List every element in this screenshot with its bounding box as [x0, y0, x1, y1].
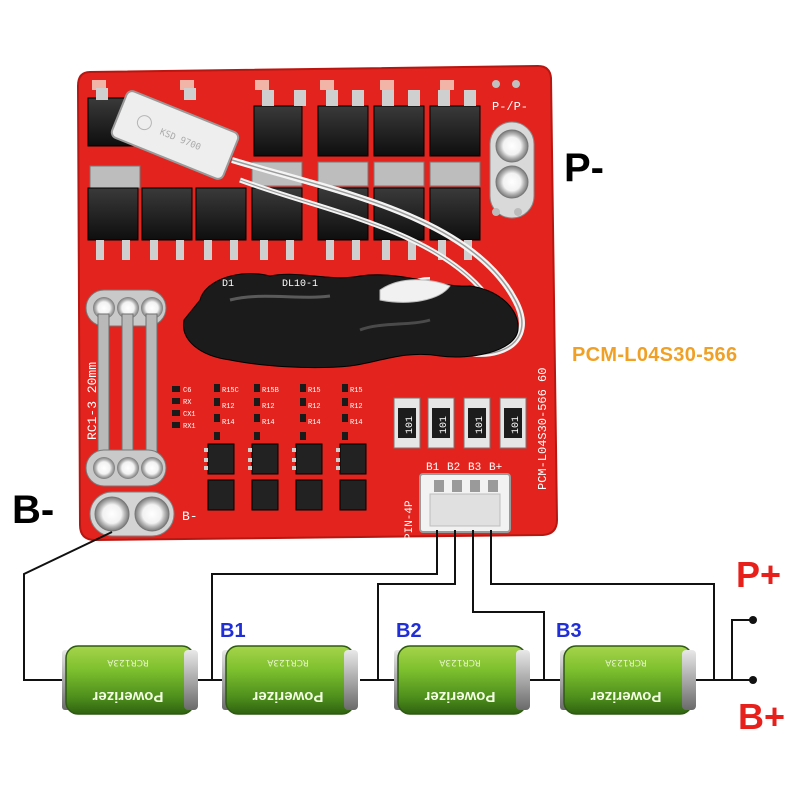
wire-b2	[377, 530, 456, 680]
b-plus-label: B+	[738, 696, 786, 737]
connector-pin-label: B1	[426, 462, 440, 474]
b3-node-label: B3	[556, 620, 582, 642]
silk-b-minus: B-	[182, 509, 198, 524]
b1-node-label: B1	[220, 620, 246, 642]
svg-text:R14: R14	[262, 419, 275, 427]
wire-b-plus	[490, 530, 715, 680]
glue-blob: D1 DL10-1	[183, 273, 519, 369]
shunt-resistor-text: 101	[511, 416, 522, 434]
cell: RCR123A Powerizer	[394, 645, 530, 715]
b2-node-label: B2	[396, 620, 422, 642]
cell-brand: Powerizer	[590, 688, 661, 705]
svg-text:R14: R14	[222, 419, 235, 427]
wire-b1	[211, 530, 438, 680]
shunt-resistor: 101	[393, 397, 421, 449]
silk-p-minus: P-/P-	[492, 100, 528, 114]
svg-text:R12: R12	[262, 403, 275, 411]
connector-pin-label: B2	[447, 462, 460, 474]
shunt-bars: RC1-3 20mm	[85, 289, 167, 487]
cell-model: RCR123A	[106, 657, 149, 667]
shunt-resistor: 101	[463, 397, 491, 449]
balance-connector: B1 B2 B3 B+ PIN-4P	[404, 462, 511, 540]
p-plus-label: P+	[736, 554, 782, 595]
svg-text:CX1: CX1	[183, 411, 196, 419]
shunt-resistor-text: 101	[439, 416, 450, 434]
silk-model-side: PCM-L04S30-566 60	[536, 368, 550, 490]
p-minus-terminal-pads: P-/P-	[489, 100, 535, 219]
wire-b3	[472, 530, 545, 680]
silk-dl10: DL10-1	[282, 279, 318, 290]
svg-text:R15C: R15C	[222, 387, 239, 395]
svg-text:C6: C6	[183, 387, 191, 395]
svg-text:R12: R12	[222, 403, 235, 411]
svg-text:R14: R14	[350, 419, 363, 427]
cell-brand: Powerizer	[92, 688, 163, 705]
mosfet-array	[87, 88, 481, 260]
svg-text:R12: R12	[308, 403, 321, 411]
silk-rc: RC1-3 20mm	[85, 362, 100, 440]
cell-model: RCR123A	[438, 657, 481, 667]
connector-pin-label: B+	[489, 462, 502, 474]
cell: RCR123A Powerizer	[62, 645, 198, 715]
p-minus-label: P-	[564, 146, 604, 190]
b-minus-terminal-pads: B-	[89, 491, 198, 537]
svg-text:R14: R14	[308, 419, 321, 427]
cell-model: RCR123A	[266, 657, 309, 667]
wire-b-minus	[23, 531, 113, 681]
connector-type-label: PIN-4P	[404, 500, 416, 540]
b-minus-label: B-	[12, 488, 55, 532]
cell-brand: Powerizer	[252, 688, 323, 705]
svg-text:R15: R15	[350, 387, 363, 395]
wiring	[23, 530, 752, 681]
svg-text:RX: RX	[183, 399, 192, 407]
cell: RCR123A Powerizer	[222, 645, 358, 715]
shunt-resistor: 101	[427, 397, 455, 449]
p-plus-terminal-dot	[749, 616, 757, 624]
shunt-resistor: 101	[499, 397, 527, 449]
shunt-resistor-text: 101	[475, 416, 486, 434]
connector-pin-label: B3	[468, 462, 481, 474]
shunt-resistor-text: 101	[405, 416, 416, 434]
cell: RCR123A Powerizer	[560, 645, 696, 715]
svg-text:R12: R12	[350, 403, 363, 411]
wire-p-plus-link	[731, 619, 752, 680]
b-plus-terminal-dot	[749, 676, 757, 684]
svg-text:RX1: RX1	[183, 423, 196, 431]
top-edge-pads	[92, 80, 520, 90]
model-number-label: PCM-L04S30-566	[572, 344, 738, 366]
cell-model: RCR123A	[604, 657, 647, 667]
shunt-resistors: 101 101 101 101	[393, 397, 527, 449]
cell-brand: Powerizer	[424, 688, 495, 705]
silk-d1: D1	[222, 279, 234, 290]
svg-text:R15: R15	[308, 387, 321, 395]
svg-text:R15B: R15B	[262, 387, 279, 395]
